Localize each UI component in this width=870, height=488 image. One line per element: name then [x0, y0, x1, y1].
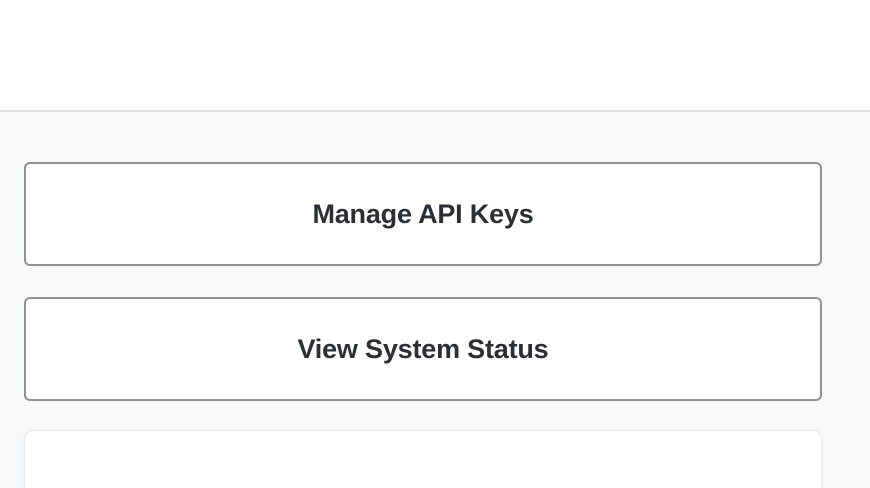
- view-system-status-button[interactable]: View System Status: [24, 297, 822, 401]
- main-content: Manage API Keys View System Status: [0, 112, 870, 488]
- manage-api-keys-button[interactable]: Manage API Keys: [24, 162, 822, 266]
- header: [0, 0, 870, 112]
- bottom-card: [24, 430, 822, 488]
